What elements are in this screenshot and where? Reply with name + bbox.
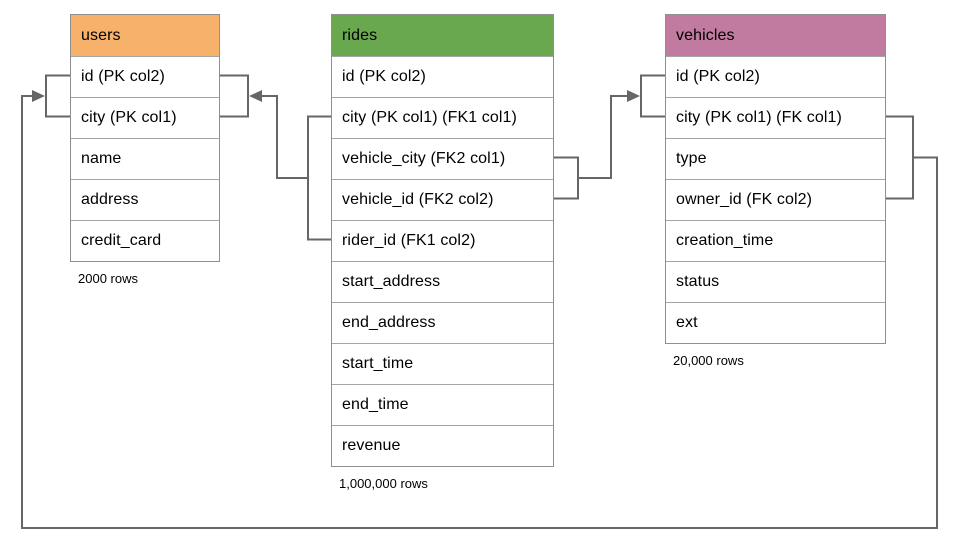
field-vehicles-id: id (PK col2) — [666, 56, 885, 97]
field-vehicles-city: city (PK col1) (FK col1) — [666, 97, 885, 138]
table-vehicles-header: vehicles — [666, 15, 885, 56]
field-rides-id: id (PK col2) — [332, 56, 553, 97]
table-users-box: users id (PK col2) city (PK col1) name a… — [70, 14, 220, 262]
fk3-users-bracket — [45, 74, 70, 118]
field-users-credit-card: credit_card — [71, 220, 219, 261]
table-rides-box: rides id (PK col2) city (PK col1) (FK1 c… — [331, 14, 554, 467]
fk3-vehicles-bracket — [886, 115, 914, 200]
fk3-arrowhead-right-icon — [32, 90, 45, 102]
field-users-address: address — [71, 179, 219, 220]
field-rides-end-address: end_address — [332, 302, 553, 343]
fk1-connector-line — [261, 95, 308, 179]
field-rides-start-time: start_time — [332, 343, 553, 384]
table-rides-header: rides — [332, 15, 553, 56]
fk1-rides-bracket — [307, 115, 331, 241]
field-rides-start-address: start_address — [332, 261, 553, 302]
field-rides-revenue: revenue — [332, 425, 553, 466]
table-users-rowcount-label: 2000 rows — [78, 271, 138, 286]
fk3-connector-line — [21, 95, 938, 529]
table-users: users id (PK col2) city (PK col1) name a… — [70, 14, 220, 286]
field-rides-city: city (PK col1) (FK1 col1) — [332, 97, 553, 138]
field-vehicles-owner-id: owner_id (FK col2) — [666, 179, 885, 220]
field-rides-end-time: end_time — [332, 384, 553, 425]
table-vehicles-box: vehicles id (PK col2) city (PK col1) (FK… — [665, 14, 886, 344]
field-rides-vehicle-city: vehicle_city (FK2 col1) — [332, 138, 553, 179]
field-vehicles-type: type — [666, 138, 885, 179]
fk2-rides-bracket — [554, 156, 579, 200]
fk1-arrowhead-left-icon — [249, 90, 262, 102]
field-vehicles-creation-time: creation_time — [666, 220, 885, 261]
field-users-name: name — [71, 138, 219, 179]
fk1-users-bracket — [220, 74, 249, 118]
table-rides: rides id (PK col2) city (PK col1) (FK1 c… — [331, 14, 554, 491]
field-rides-vehicle-id: vehicle_id (FK2 col2) — [332, 179, 553, 220]
field-vehicles-ext: ext — [666, 302, 885, 343]
fk2-arrowhead-right-icon — [627, 90, 640, 102]
field-rides-rider-id: rider_id (FK1 col2) — [332, 220, 553, 261]
fk2-vehicles-bracket — [640, 74, 665, 118]
field-users-id: id (PK col2) — [71, 56, 219, 97]
table-rides-rowcount-label: 1,000,000 rows — [339, 476, 428, 491]
table-vehicles: vehicles id (PK col2) city (PK col1) (FK… — [665, 14, 886, 368]
fk2-connector-line — [578, 95, 628, 179]
field-vehicles-status: status — [666, 261, 885, 302]
table-users-header: users — [71, 15, 219, 56]
field-users-city: city (PK col1) — [71, 97, 219, 138]
table-vehicles-rowcount-label: 20,000 rows — [673, 353, 744, 368]
